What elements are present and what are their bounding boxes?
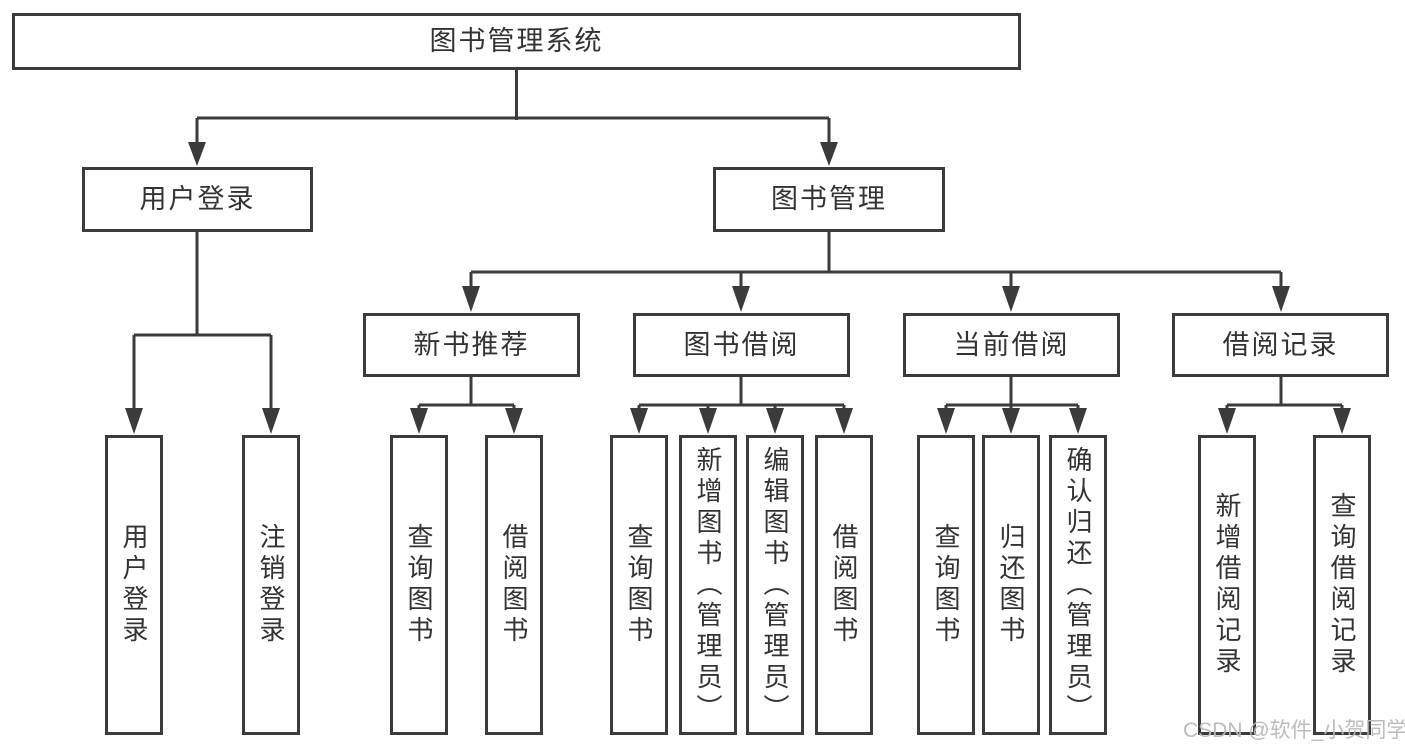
node-new-book-recommend: 新书推荐 [363, 313, 580, 377]
watermark: CSDN @软件_小贺同学 [1183, 719, 1405, 742]
node-label: 用户登录 [119, 523, 149, 647]
node-current-borrow: 当前借阅 [903, 313, 1120, 377]
node-borrow-records: 借阅记录 [1172, 313, 1389, 377]
node-label: 借阅图书 [499, 523, 529, 647]
node-user-login: 用户登录 [82, 167, 313, 232]
node-book-management: 图书管理 [713, 167, 945, 232]
node-label: 图书管理系统 [429, 26, 604, 56]
node-label: 当前借阅 [953, 329, 1070, 360]
node-label: 新书推荐 [413, 329, 530, 360]
node-label: 图书借阅 [683, 329, 800, 360]
leaf-query-books-recommend: 查询图书 [390, 435, 448, 735]
node-label: 归还图书 [996, 523, 1026, 647]
node-label: 查询图书 [404, 523, 434, 647]
leaf-confirm-return-admin: 确认归还（管理员） [1049, 435, 1107, 735]
node-label: 查询图书 [931, 523, 961, 647]
node-label: 新增借阅记录 [1212, 492, 1242, 678]
leaf-user-login: 用户登录 [105, 435, 163, 735]
node-label: 确认归还（管理员） [1063, 445, 1093, 725]
node-label: 查询借阅记录 [1327, 492, 1357, 678]
leaf-return-book: 归还图书 [982, 435, 1040, 735]
leaf-logout: 注销登录 [242, 435, 300, 735]
node-label: 新增图书（管理员） [693, 445, 723, 725]
leaf-borrow-books: 借阅图书 [815, 435, 873, 735]
leaf-edit-book-admin: 编辑图书（管理员） [746, 435, 804, 735]
leaf-add-book-admin: 新增图书（管理员） [679, 435, 737, 735]
node-label: 查询图书 [624, 523, 654, 647]
node-label: 借阅图书 [829, 523, 859, 647]
leaf-add-borrow-record: 新增借阅记录 [1198, 435, 1256, 735]
leaf-query-borrow-record: 查询借阅记录 [1313, 435, 1371, 735]
node-label: 注销登录 [256, 523, 286, 647]
leaf-borrow-books-recommend: 借阅图书 [485, 435, 543, 735]
node-label: 编辑图书（管理员） [760, 445, 790, 725]
leaf-query-books-current: 查询图书 [917, 435, 975, 735]
node-label: 借阅记录 [1222, 329, 1339, 360]
node-library-management-system: 图书管理系统 [12, 13, 1021, 70]
leaf-query-books-borrow: 查询图书 [610, 435, 668, 735]
node-label: 用户登录 [139, 184, 256, 214]
node-label: 图书管理 [771, 184, 887, 214]
arrowheads [125, 142, 1351, 434]
node-book-borrow: 图书借阅 [633, 313, 850, 377]
